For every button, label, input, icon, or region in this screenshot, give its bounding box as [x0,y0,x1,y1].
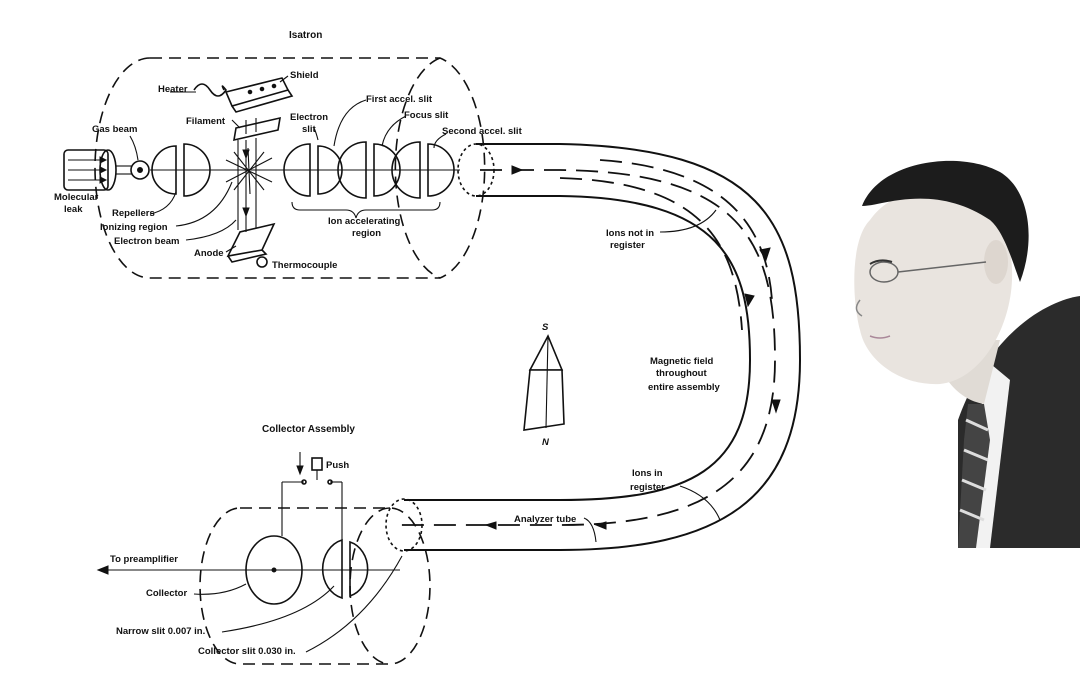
anode [226,222,276,263]
compass-s-label: S [542,322,549,333]
narrow-slit [321,538,369,600]
thermocouple-icon [256,256,268,268]
portrait-face [854,189,1013,385]
narrow-slit-label: Narrow slit 0.007 in. [116,626,205,637]
preamplifier-line [96,565,400,575]
repellers-label: Repellers [112,208,155,219]
compass-n-label: N [542,437,550,448]
magnetic-field-label-1: Magnetic field [650,356,714,367]
ion-accel-region-label-1: Ion accelerating [328,216,401,227]
ions-not-in-register-label-1: Ions not in [606,228,654,239]
electron-slit [283,143,343,197]
first-accel-slit [337,141,401,199]
thermocouple-label: Thermocouple [272,260,337,271]
electron-beam-lines [237,138,257,232]
ions-in-register-label-2: register [630,482,665,493]
gas-beam-label: Gas beam [92,124,137,135]
ion-accel-region-label-2: region [352,228,381,239]
ions-not-in-register-label-2: register [610,240,645,251]
portrait-photo [854,160,1080,548]
filament-label: Filament [186,116,226,127]
second-accel-slit [391,141,455,199]
to-preamplifier-label: To preamplifier [110,554,178,565]
heater-label: Heater [158,84,188,95]
anode-label: Anode [194,248,224,259]
collector-housing [199,507,431,665]
molecular-leak-label-1: Molecular [54,192,99,203]
second-accel-slit-label: Second accel. slit [442,126,523,137]
filament [233,116,281,142]
isatron-title: Isatron [289,30,322,41]
collector-assembly-title: Collector Assembly [262,424,355,435]
heater [170,83,227,97]
ions-in-register-label-1: Ions in [632,468,663,479]
collector-label: Collector [146,588,187,599]
electron-slit-label-1: Electron [290,112,328,123]
shield [224,77,294,113]
first-accel-slit-label: First accel. slit [366,94,433,105]
ionizing-burst [222,147,278,195]
focus-slit-label: Focus slit [404,110,449,121]
molecular-leak [63,149,132,191]
repeller-plate [151,143,211,197]
magnetic-field-label-2: throughout [656,368,707,379]
portrait-hair [862,160,1029,282]
collector-slit-label: Collector slit 0.030 in. [198,646,296,657]
gas-beam-nozzle [130,160,150,180]
magnetic-field-label-3: entire assembly [648,382,721,393]
isatron-housing [94,57,486,279]
ionizing-region-label: Ionizing region [100,222,168,233]
electron-beam-label: Electron beam [114,236,179,247]
shield-label: Shield [290,70,319,81]
leader-lines [129,75,721,653]
push-label: Push [326,460,349,471]
molecular-leak-label-2: leak [64,204,83,215]
push-switch [281,452,343,540]
ion-beams [400,159,781,530]
analyzer-tube-label: Analyzer tube [514,514,576,525]
compass-icon [523,334,565,431]
ion-accelerating-bracket [291,201,441,219]
electron-slit-label-2: slit [302,124,317,135]
analyzer-tube [385,143,802,552]
